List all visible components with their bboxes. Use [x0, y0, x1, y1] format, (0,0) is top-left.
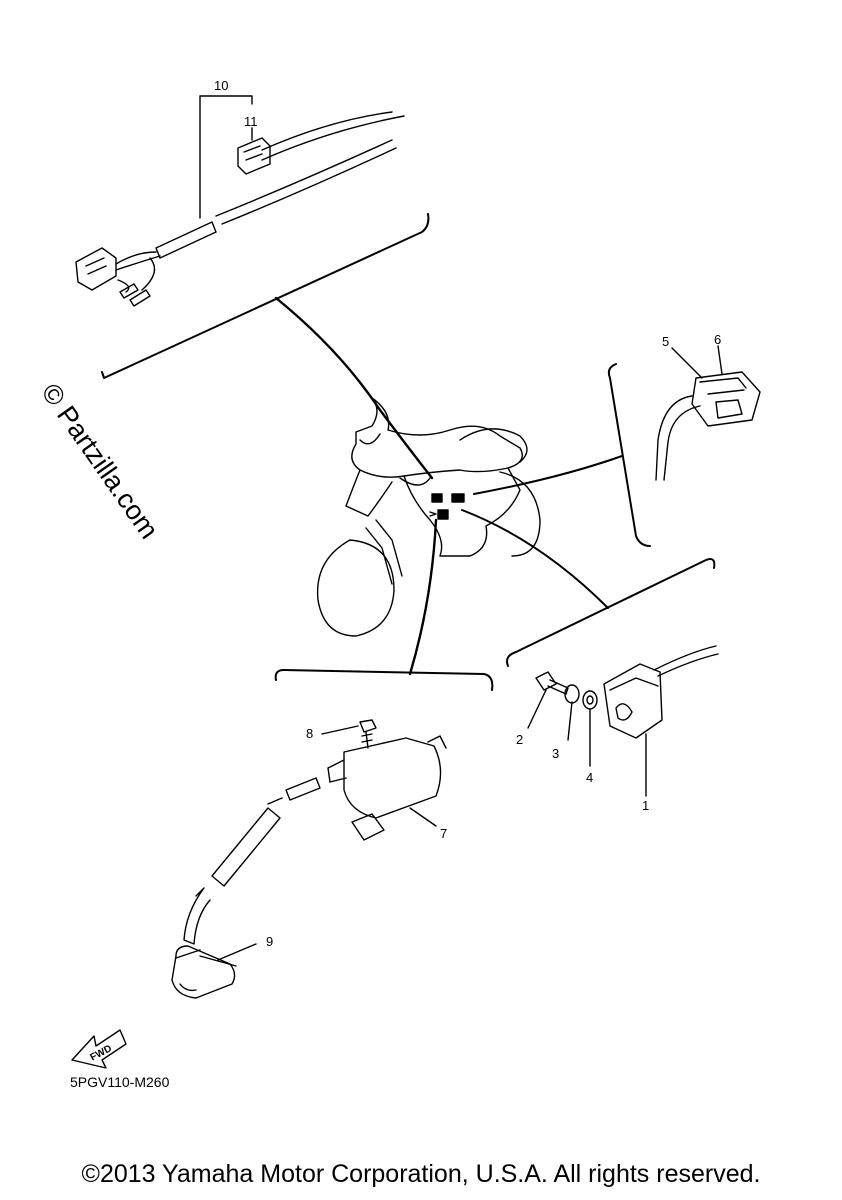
callout-2: 2	[516, 732, 523, 747]
terminal-a	[119, 283, 139, 299]
panel-bracket-right	[607, 363, 651, 547]
plug-lead-segment-b	[211, 797, 283, 887]
terminal-b	[129, 289, 151, 307]
motorcycle-outline	[316, 397, 541, 637]
reference-code: 5PGV110-M260	[70, 1074, 170, 1090]
leader-cdi	[461, 509, 609, 609]
bike-fork	[365, 519, 403, 585]
ignition-coil-7	[343, 737, 442, 819]
fwd-label: FWD	[88, 1043, 113, 1063]
cdi-lead-wire	[653, 645, 719, 677]
cdi-panel	[461, 509, 719, 797]
plug-cap-detail	[175, 949, 201, 992]
bolt-8	[359, 719, 377, 749]
connector-body	[691, 371, 761, 427]
panel-bracket-coil	[274, 669, 494, 691]
leader-9	[217, 943, 257, 961]
spark-plug-cap-9	[171, 945, 237, 999]
connector-panel	[473, 345, 761, 547]
harness-wire-a	[261, 111, 393, 151]
bike-front-wheel	[499, 471, 541, 557]
copyright-notice: ©2013 Yamaha Motor Corporation, U.S.A. A…	[81, 1160, 761, 1188]
callout-5: 5	[662, 334, 669, 349]
washer-4	[582, 690, 598, 710]
bike-seat-detail	[359, 433, 431, 486]
leader-coil	[408, 518, 438, 676]
callout-10: 10	[214, 78, 228, 93]
callout-4: 4	[586, 770, 593, 785]
ignition-coil-panel	[171, 518, 494, 999]
harness-wire-b	[261, 115, 405, 161]
leader-7	[409, 807, 437, 827]
bike-rear-fender	[351, 397, 523, 478]
harness-main-connector	[75, 247, 117, 291]
location-mark-b	[451, 493, 465, 503]
leader-8	[321, 725, 359, 735]
callout-8: 8	[306, 726, 313, 741]
plug-lead-segment-a	[285, 777, 321, 801]
connector-lead-wire	[655, 395, 701, 481]
wire-harness-panel	[75, 95, 434, 480]
bike-frame	[345, 467, 521, 557]
leader-6	[717, 345, 723, 375]
location-mark-c	[437, 509, 449, 520]
leader-connector	[473, 455, 623, 495]
bike-tank	[459, 428, 528, 463]
callout-7: 7	[440, 826, 447, 841]
washer-4-hole	[586, 695, 594, 705]
callout-6: 6	[714, 332, 721, 347]
harness-branch-wires	[115, 251, 161, 293]
fwd-arrow-icon	[71, 1029, 127, 1069]
washer-3	[564, 684, 580, 704]
harness-wire-c	[215, 139, 393, 217]
callout-9: 9	[266, 934, 273, 949]
callout-1: 1	[642, 798, 649, 813]
cdi-unit-face	[609, 677, 659, 721]
leader-harness	[274, 296, 434, 480]
callout-11: 11	[244, 114, 258, 129]
harness-sleeve	[155, 221, 217, 259]
coil-bracket	[351, 735, 447, 841]
leader-10	[199, 95, 253, 219]
location-mark-a	[431, 493, 443, 503]
leader-2	[527, 689, 547, 729]
panel-bracket-cdi	[506, 558, 716, 667]
plug-lead-segment-c	[183, 887, 211, 945]
harness-wire-d	[221, 147, 397, 225]
coil-nose	[327, 759, 347, 783]
cdi-unit-1	[603, 663, 663, 739]
location-arrow-c	[429, 511, 437, 517]
connector-11	[237, 137, 271, 175]
callout-3: 3	[552, 746, 559, 761]
bike-rear-wheel	[316, 539, 395, 637]
leader-3	[567, 701, 573, 741]
panel-bracket-top	[101, 213, 430, 379]
bolt-2	[535, 671, 569, 695]
connector-face	[699, 377, 747, 419]
leader-5	[671, 347, 703, 379]
